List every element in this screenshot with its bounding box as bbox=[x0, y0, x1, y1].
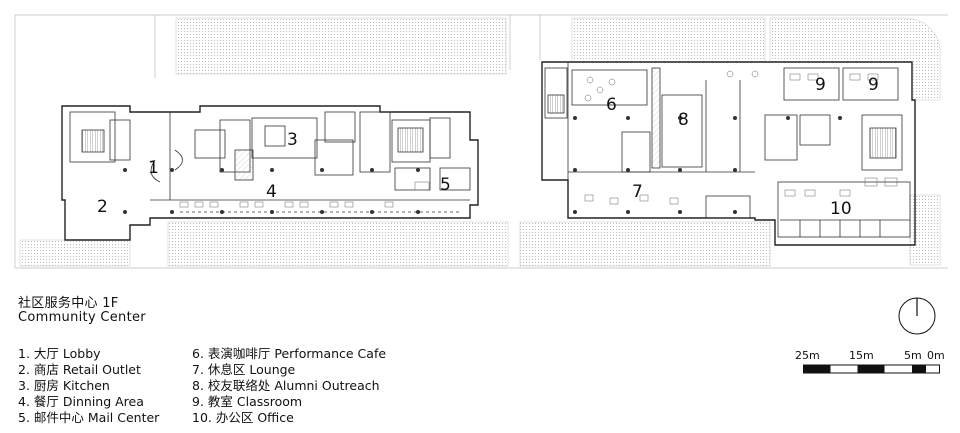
east-furniture bbox=[584, 70, 898, 205]
room-number-2: 2 bbox=[97, 197, 108, 217]
room-number-8: 8 bbox=[678, 110, 689, 130]
legend-item: 3. 厨房 Kitchen bbox=[18, 378, 110, 393]
room-number-6: 6 bbox=[606, 95, 617, 115]
room-number-4: 4 bbox=[266, 182, 277, 202]
west-building bbox=[61, 105, 479, 241]
plan-title-en: Community Center bbox=[18, 310, 146, 325]
north-arrow-icon bbox=[898, 297, 936, 335]
west-columns bbox=[123, 168, 420, 214]
room-numbers: 1 2 3 4 5 6 7 8 9 9 10 bbox=[97, 75, 879, 219]
paving-areas bbox=[19, 17, 941, 267]
site-lines bbox=[14, 14, 948, 269]
scale-bar bbox=[803, 364, 940, 374]
legend-item: 8. 校友联络处 Alumni Outreach bbox=[192, 378, 380, 393]
room-number-3: 3 bbox=[287, 130, 298, 150]
legend-item: 1. 大厅 Lobby bbox=[18, 346, 101, 361]
legend-item: 6. 表演咖啡厅 Performance Cafe bbox=[192, 346, 387, 361]
floor-plan: 1 2 3 4 5 6 7 8 9 9 10 bbox=[14, 14, 948, 269]
scale-label-0m: 0m bbox=[927, 349, 945, 362]
room-number-7: 7 bbox=[632, 182, 643, 202]
legend-item: 5. 邮件中心 Mail Center bbox=[18, 410, 160, 425]
scale-label-5m: 5m bbox=[904, 349, 922, 362]
plan-title-zh: 社区服务中心 1F bbox=[18, 296, 119, 311]
east-building bbox=[541, 61, 916, 246]
legend-item: 2. 商店 Retail Outlet bbox=[18, 362, 141, 377]
scale-label-25m: 25m bbox=[795, 349, 820, 362]
room-number-1: 1 bbox=[148, 158, 159, 178]
room-number-9b: 9 bbox=[868, 75, 879, 95]
room-number-5: 5 bbox=[440, 175, 451, 195]
west-furniture bbox=[179, 181, 430, 208]
legend-item: 7. 休息区 Lounge bbox=[192, 362, 296, 377]
legend-item: 4. 餐厅 Dinning Area bbox=[18, 394, 144, 409]
scale-label-15m: 15m bbox=[849, 349, 874, 362]
legend-item: 10. 办公区 Office bbox=[192, 410, 294, 425]
room-number-10: 10 bbox=[830, 199, 852, 219]
legend-item: 9. 教室 Classroom bbox=[192, 394, 303, 409]
east-columns bbox=[573, 116, 842, 214]
room-number-9a: 9 bbox=[815, 75, 826, 95]
east-building-interior bbox=[544, 62, 911, 238]
